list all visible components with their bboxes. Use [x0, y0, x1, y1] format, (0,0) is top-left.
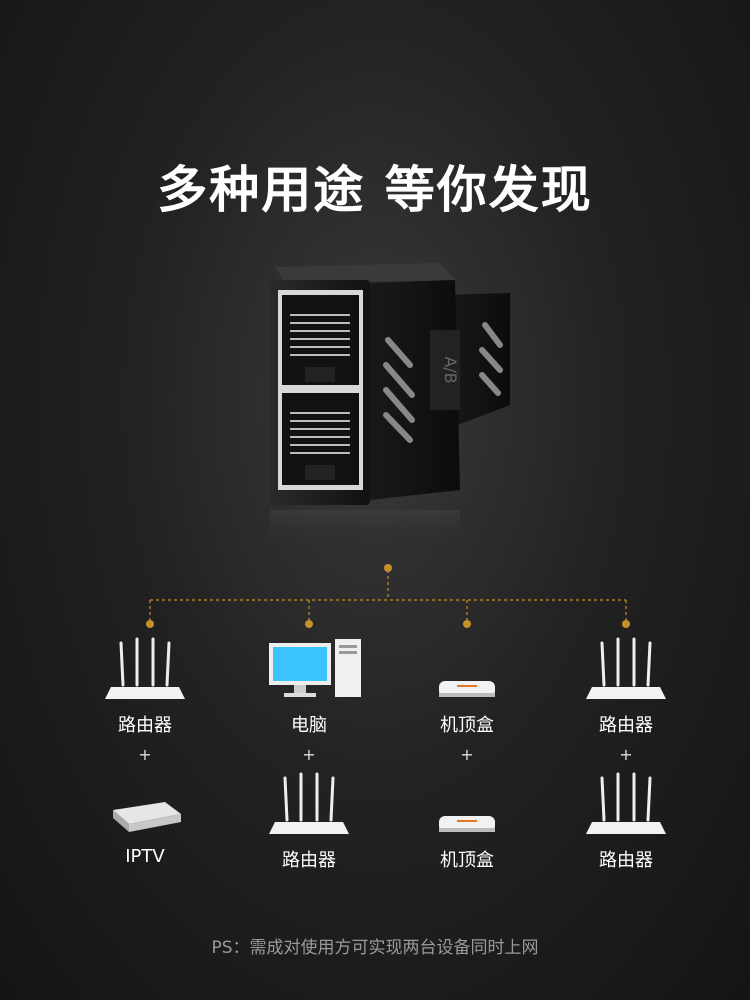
router-icon [269, 772, 349, 834]
router-icon [586, 772, 666, 834]
page-headline: 多种用途 等你发现 [157, 161, 593, 219]
device-bottom-2: 路由器 [239, 770, 379, 872]
device-top-3: 机顶盒 [397, 635, 537, 737]
device-bottom-3: 机顶盒 [397, 770, 537, 872]
connector-node [463, 620, 471, 628]
device-top-2: 电脑 [239, 635, 379, 737]
plus-sign: + [302, 745, 316, 764]
computer-icon [269, 639, 361, 697]
connector-node [146, 620, 154, 628]
plus-sign: + [460, 745, 474, 764]
device-bottom-1: IPTV [75, 770, 215, 867]
connector-node [384, 564, 392, 572]
set-top-box-icon [439, 681, 495, 697]
router-icon [586, 637, 666, 699]
ab-marking: A/B [441, 356, 460, 383]
device-top-4: 路由器 [556, 635, 696, 737]
connector-node [622, 620, 630, 628]
router-icon [105, 637, 185, 699]
plus-sign: + [138, 745, 152, 764]
iptv-box-icon [113, 802, 181, 832]
rj45-splitter-adapter-image: A/B [270, 263, 510, 555]
connector-node [305, 620, 313, 628]
set-top-box-icon [439, 816, 495, 832]
device-bottom-4: 路由器 [556, 770, 696, 872]
device-top-1: 路由器 [75, 635, 215, 737]
plus-sign: + [619, 745, 633, 764]
footnote: PS：需成对使用方可实现两台设备同时上网 [211, 938, 539, 958]
